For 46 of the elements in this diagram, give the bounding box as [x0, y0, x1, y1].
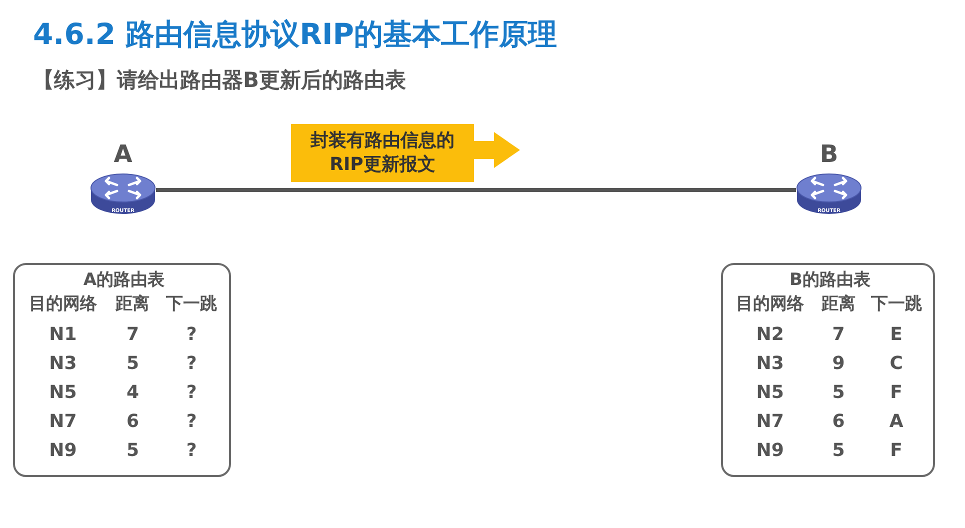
- routing-table: [721, 263, 935, 477]
- table-entry: N9: [49, 442, 77, 460]
- table-title: A的路由表: [83, 272, 165, 288]
- table-entry: ?: [186, 384, 197, 402]
- router-name: B: [818, 142, 840, 166]
- table-entry: N5: [49, 384, 77, 402]
- table-entry: C: [890, 355, 903, 373]
- table-entry: 6: [126, 413, 139, 431]
- table-entry: 5: [126, 442, 139, 460]
- table-entry: 7: [126, 326, 139, 344]
- column-header: 下一跳: [166, 296, 218, 312]
- column-header: 下一跳: [870, 296, 922, 312]
- table-title: B的路由表: [790, 272, 870, 288]
- table-entry: F: [890, 442, 902, 460]
- table-entry: 7: [832, 326, 845, 344]
- routing-table: [13, 263, 231, 477]
- table-entry: 9: [832, 355, 845, 373]
- title: 4.6.2 路由信息协议RIP的基本工作原理: [33, 20, 558, 49]
- table-entry: 6: [832, 413, 845, 431]
- column-header: 目的网络: [28, 296, 97, 312]
- table-entry: 5: [832, 442, 845, 460]
- table-entry: ?: [186, 326, 197, 344]
- table-entry: ?: [186, 442, 197, 460]
- table-entry: N7: [756, 413, 784, 431]
- column-header: 距离: [116, 296, 150, 312]
- table-entry: 5: [832, 384, 845, 402]
- table-entry: N1: [49, 326, 77, 344]
- column-header: 距离: [822, 296, 856, 312]
- router-name: A: [112, 142, 134, 166]
- table-entry: N3: [756, 355, 784, 373]
- link-line: [156, 188, 796, 192]
- callout-box: 封装有路由信息的 RIP更新报文: [291, 124, 474, 182]
- table-entry: N9: [756, 442, 784, 460]
- table-entry: N7: [49, 413, 77, 431]
- table-entry: E: [890, 326, 902, 344]
- column-header: 目的网络: [736, 296, 804, 312]
- table-entry: N2: [756, 326, 784, 344]
- table-entry: 4: [126, 384, 139, 402]
- subtitle: 【练习】请给出路由器B更新后的路由表: [33, 70, 406, 91]
- table-entry: N3: [49, 355, 77, 373]
- table-entry: N5: [756, 384, 784, 402]
- table-entry: 5: [126, 355, 139, 373]
- table-entry: F: [890, 384, 902, 402]
- table-entry: A: [889, 413, 904, 431]
- table-entry: ?: [186, 413, 197, 431]
- table-entry: ?: [186, 355, 197, 373]
